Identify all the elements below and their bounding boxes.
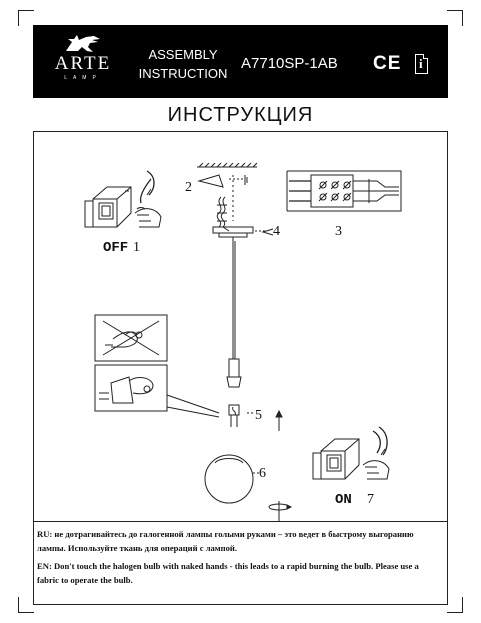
page-title: ИНСТРУКЦИЯ <box>167 104 314 126</box>
suspension-cable-illustration <box>226 241 242 388</box>
warning-panel-no-bare-hands <box>94 314 168 362</box>
note-english: EN: Don't touch the halogen bulb with na… <box>37 561 419 585</box>
ce-mark: CE <box>373 53 402 74</box>
note-russian: RU: не дотрагивайтесь до галогенной ламп… <box>37 529 414 553</box>
terminal-block-illustration <box>286 170 402 212</box>
info-mark: i <box>419 56 423 71</box>
crop-mark-bottom-right <box>447 597 463 613</box>
instruction-sheet: ARTE LAMP ASSEMBLY INSTRUCTION A7710SP-1… <box>33 25 448 605</box>
step-1-label: 1 <box>133 240 140 255</box>
halogen-bulb-illustration <box>228 404 240 427</box>
switch-on-illustration <box>312 426 390 480</box>
crop-mark-top-left <box>18 10 34 26</box>
brand-logo: ARTE LAMP <box>43 33 123 93</box>
crop-mark-bottom-left <box>18 597 34 613</box>
assembly-line-2: INSTRUCTION <box>138 66 228 81</box>
step-7-label: 7 <box>367 492 374 507</box>
step-2-label: 2 <box>185 180 192 195</box>
header-bar: ARTE LAMP ASSEMBLY INSTRUCTION A7710SP-1… <box>33 25 448 98</box>
griffin-icon <box>66 35 100 52</box>
step-3-label: 3 <box>335 224 342 239</box>
ceiling-illustration <box>197 162 258 188</box>
supply-wires-illustration <box>216 196 230 232</box>
info-manual-icon: i <box>415 54 428 74</box>
brand-name: ARTE <box>54 53 112 74</box>
step-5-label: 5 <box>255 408 262 423</box>
canopy-plate-illustration <box>212 226 274 241</box>
on-label: ON <box>335 492 352 508</box>
off-label: OFF <box>103 240 128 256</box>
model-number: A7710SP-1AB <box>241 55 338 72</box>
step-4-label: 4 <box>273 224 280 239</box>
warning-panel-use-fabric <box>94 364 168 412</box>
crop-mark-top-right <box>447 10 463 26</box>
assembly-line-1: ASSEMBLY <box>148 47 218 62</box>
glass-shade-illustration <box>204 454 254 504</box>
assembly-diagram: OFF 1 2 <box>84 162 402 521</box>
assembly-instruction-label: ASSEMBLY INSTRUCTION <box>135 45 231 83</box>
switch-off-illustration <box>84 170 162 228</box>
brand-sub: LAMP <box>64 75 102 81</box>
step-6-label: 6 <box>259 466 266 481</box>
